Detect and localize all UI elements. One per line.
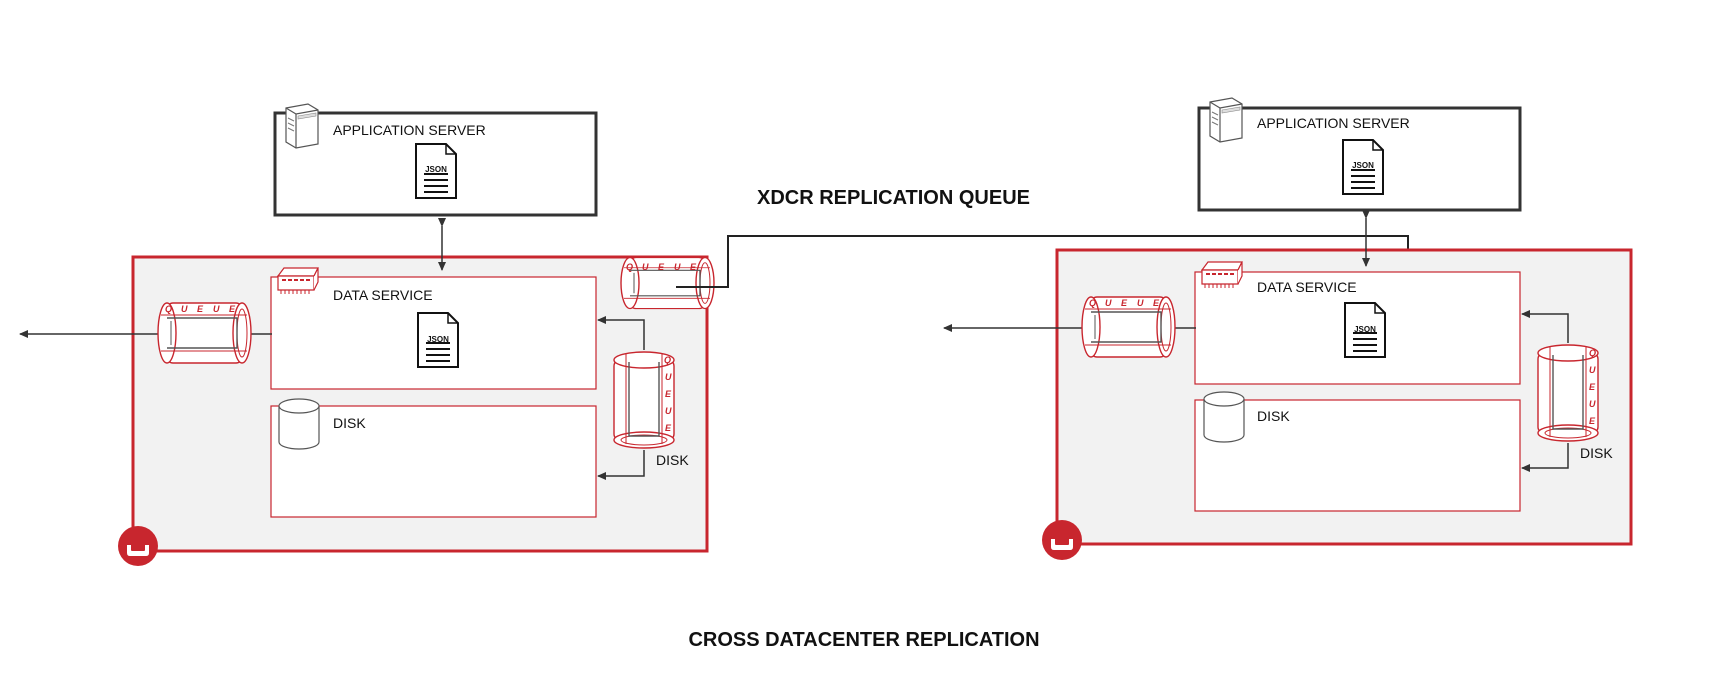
svg-text:U: U xyxy=(1137,298,1144,308)
svg-text:E: E xyxy=(1121,298,1128,308)
svg-text:Q: Q xyxy=(1589,348,1596,358)
left-disk-queue-to-data-arrow xyxy=(597,316,645,350)
right-app-server-label: APPLICATION SERVER xyxy=(1257,115,1410,131)
left-disk-queue-label: DISK xyxy=(656,452,689,468)
svg-text:Q: Q xyxy=(1089,298,1096,308)
footer-title: CROSS DATACENTER REPLICATION xyxy=(688,629,1039,651)
right-couchbase-logo-icon xyxy=(1042,520,1082,560)
right-data-json-label: JSON xyxy=(1354,325,1376,334)
svg-text:U: U xyxy=(642,262,649,272)
svg-text:U: U xyxy=(1589,365,1596,375)
left-disk-label: DISK xyxy=(333,415,366,431)
svg-text:U: U xyxy=(665,406,672,416)
left-app-server-label: APPLICATION SERVER xyxy=(333,122,486,138)
left-disk-queue-letters: Q U E U E xyxy=(664,355,672,433)
left-data-service-label: DATA SERVICE xyxy=(333,287,433,303)
right-disk-queue-letters: Q U E U E xyxy=(1589,348,1596,426)
right-disk-queue xyxy=(1537,344,1599,442)
right-data-service-label: DATA SERVICE xyxy=(1257,279,1357,295)
svg-text:E: E xyxy=(229,304,236,314)
svg-text:U: U xyxy=(213,304,220,314)
right-server-icon xyxy=(1209,97,1243,143)
svg-text:E: E xyxy=(1589,382,1596,392)
svg-text:Q: Q xyxy=(165,304,172,314)
left-ram-icon xyxy=(277,267,319,295)
svg-text:E: E xyxy=(665,423,672,433)
left-data-json-label: JSON xyxy=(427,335,449,344)
svg-text:E: E xyxy=(665,389,672,399)
svg-text:E: E xyxy=(1589,416,1596,426)
svg-text:E: E xyxy=(197,304,204,314)
xdcr-queue-title: XDCR REPLICATION QUEUE xyxy=(757,187,1030,209)
right-disk-queue-to-disk-arrow xyxy=(1521,443,1569,472)
svg-text:E: E xyxy=(1153,298,1160,308)
left-xdcr-queue-letters: Q U E U E xyxy=(626,262,697,272)
svg-text:Q: Q xyxy=(664,355,671,365)
left-disk-box xyxy=(270,405,597,518)
svg-text:U: U xyxy=(665,372,672,382)
svg-text:U: U xyxy=(1589,399,1596,409)
right-app-json-label: JSON xyxy=(1352,161,1374,170)
left-disk-queue-to-disk-arrow xyxy=(597,450,645,480)
right-disk-queue-to-data-arrow xyxy=(1521,310,1569,343)
svg-text:U: U xyxy=(1105,298,1112,308)
right-disk-box xyxy=(1194,399,1521,512)
left-cluster: APPLICATION SERVER JSON DATA SERVICE JSO… xyxy=(19,103,715,566)
left-app-json-label: JSON xyxy=(425,165,447,174)
svg-text:Q: Q xyxy=(626,262,633,272)
left-disk-queue xyxy=(613,351,675,449)
left-xdcr-queue xyxy=(620,256,715,310)
left-outgoing-queue-letters: Q U E U E xyxy=(165,304,236,314)
right-outgoing-queue-letters: Q U E U E xyxy=(1089,298,1160,308)
left-couchbase-logo-icon xyxy=(118,526,158,566)
right-disk-queue-label: DISK xyxy=(1580,445,1613,461)
right-cluster: APPLICATION SERVER JSON DATA SERVICE JSO… xyxy=(943,97,1633,560)
right-ram-icon xyxy=(1201,261,1243,289)
svg-text:E: E xyxy=(658,262,665,272)
left-server-icon xyxy=(285,103,319,149)
svg-text:U: U xyxy=(181,304,188,314)
left-disk-cylinder-icon xyxy=(278,398,320,450)
svg-text:E: E xyxy=(690,262,697,272)
right-disk-cylinder-icon xyxy=(1203,391,1245,443)
right-disk-label: DISK xyxy=(1257,408,1290,424)
svg-text:U: U xyxy=(674,262,681,272)
